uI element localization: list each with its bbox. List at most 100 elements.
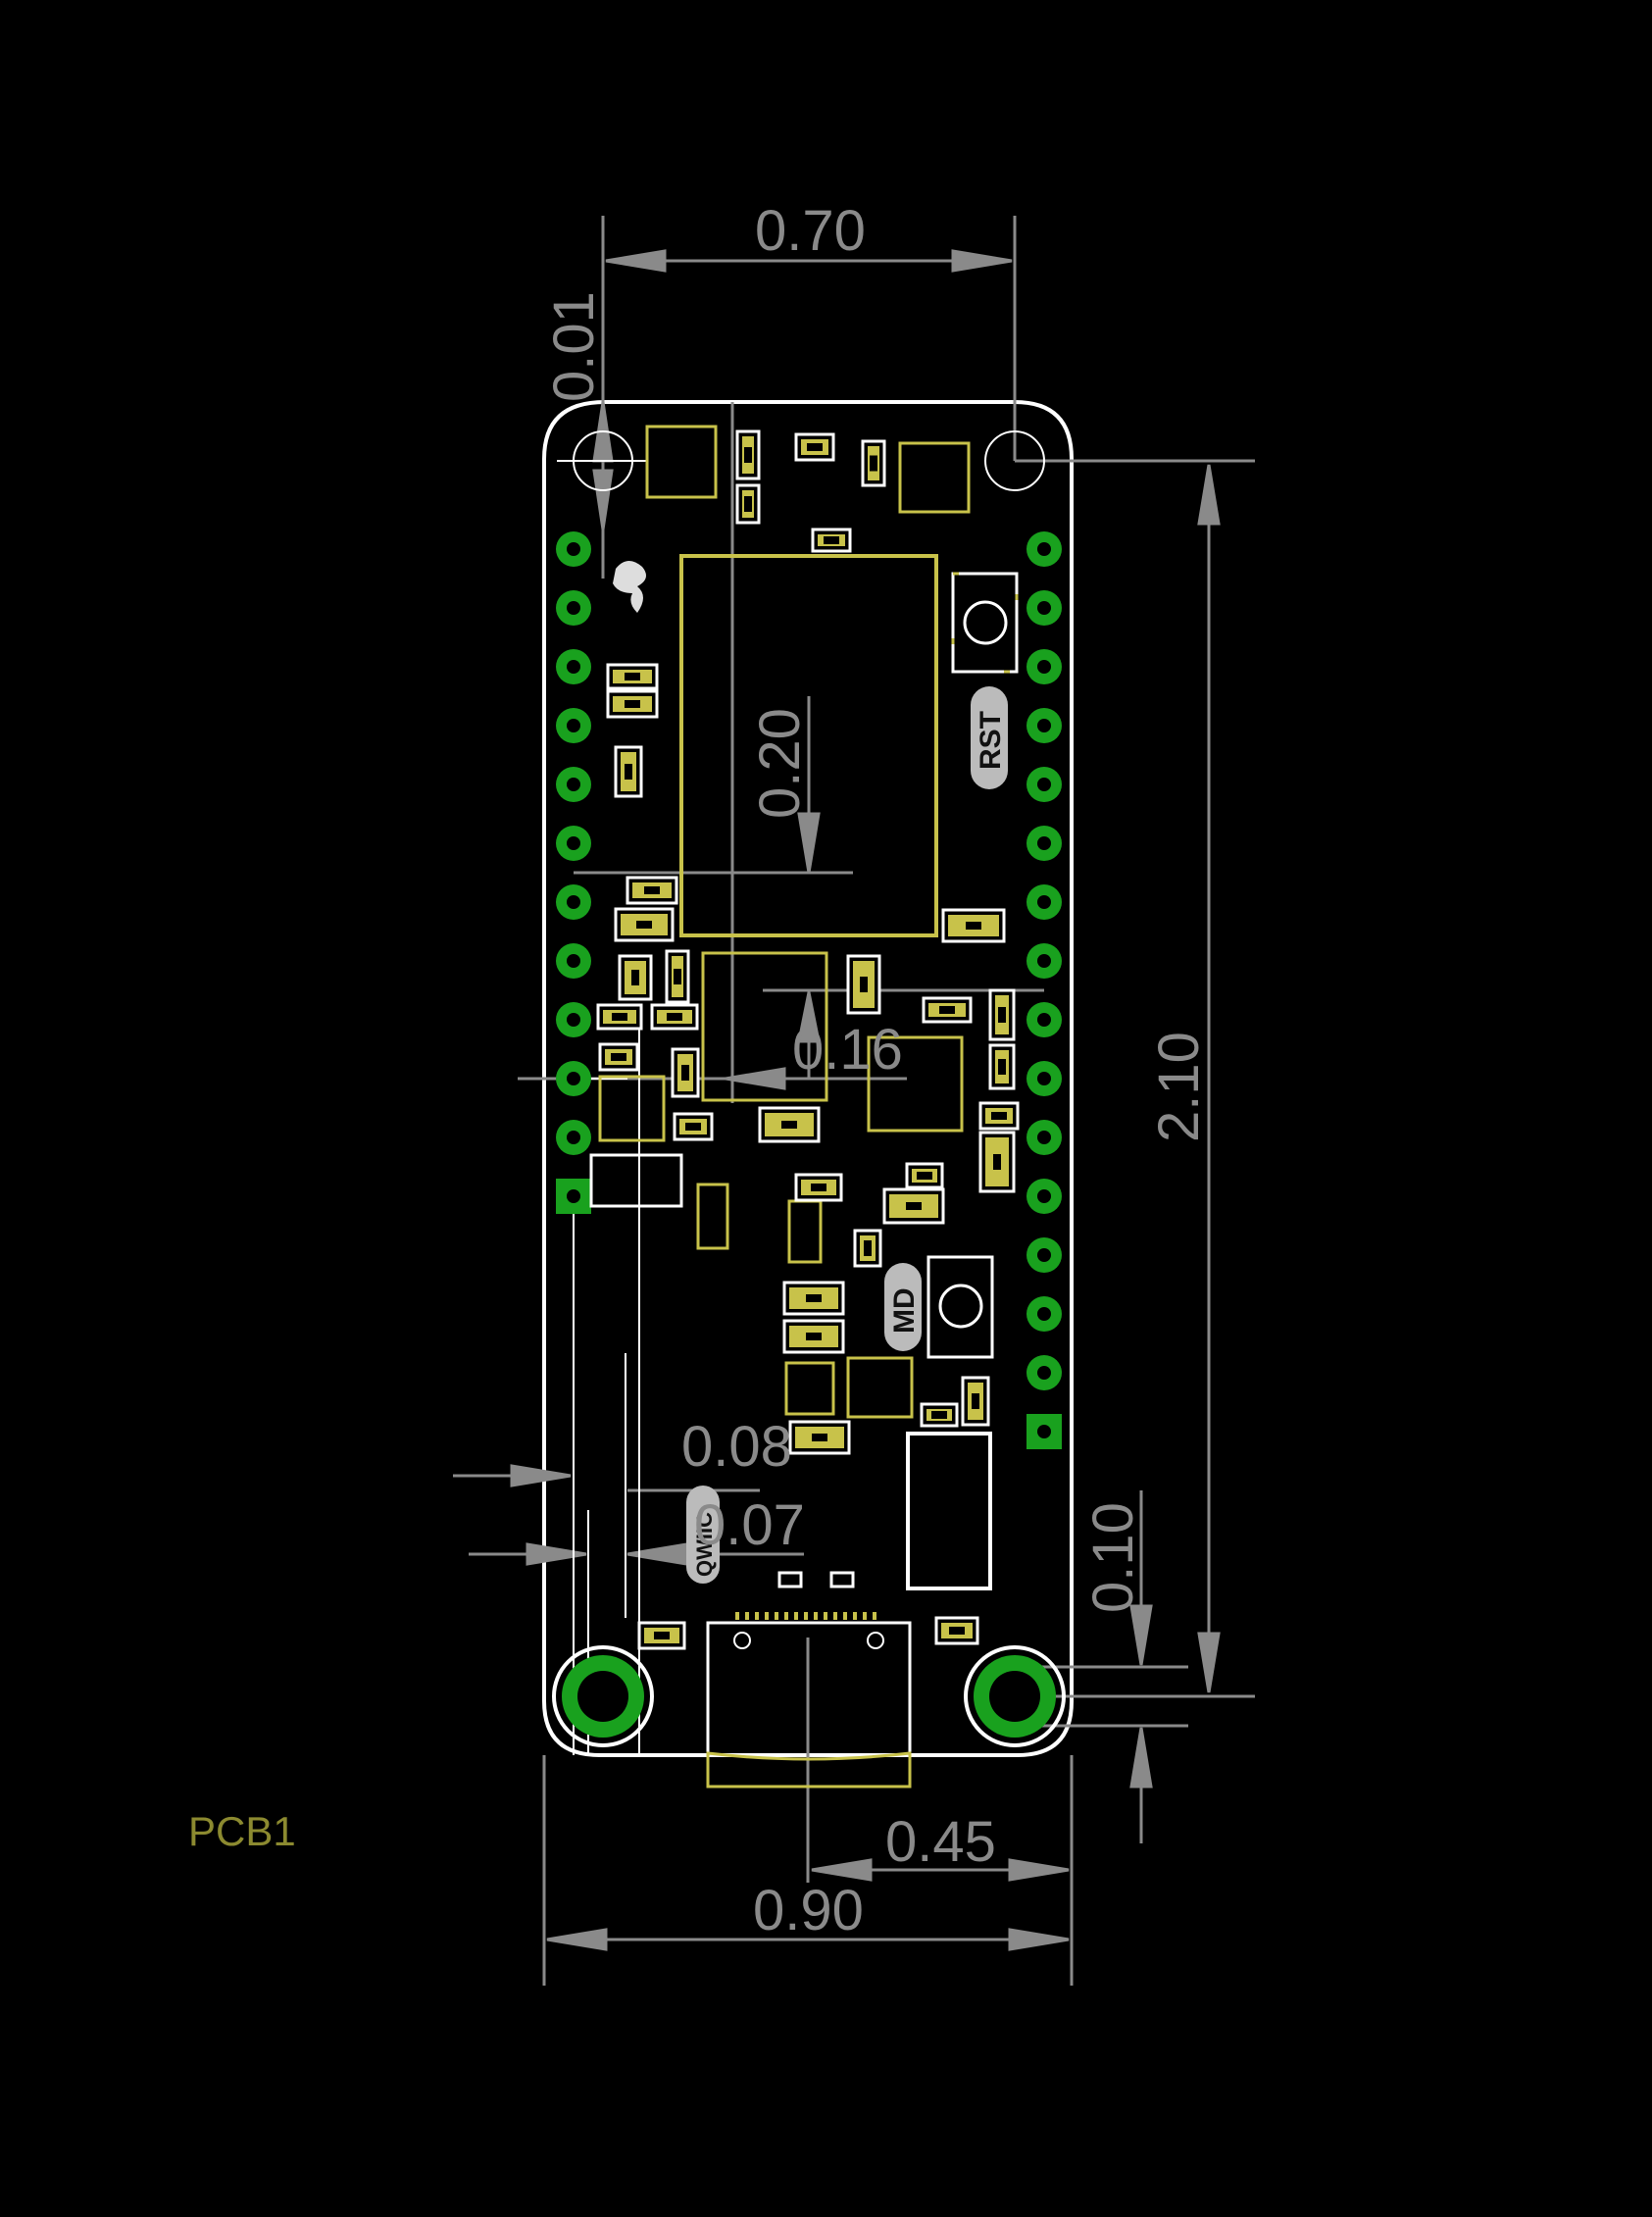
- radio-module: [679, 554, 938, 937]
- smd-gap: [782, 1576, 798, 1584]
- smd-gap: [939, 1006, 955, 1014]
- smd-gap: [685, 1123, 701, 1131]
- pin-hole: [567, 778, 580, 791]
- pin-hole: [1037, 660, 1051, 674]
- pin-hole: [1037, 836, 1051, 850]
- mcu-chip: [701, 951, 828, 1102]
- chip-small-2: [784, 1361, 835, 1416]
- smd-gap: [806, 1333, 822, 1340]
- smd-gap: [993, 1154, 1001, 1170]
- pin-hole: [1037, 1425, 1051, 1438]
- rst-text: RST: [975, 711, 1007, 770]
- qwiic-text: QWIIC: [692, 1512, 717, 1577]
- smd-parts: [596, 429, 1020, 1650]
- smd-gap: [625, 673, 640, 680]
- smd-gap: [998, 1059, 1006, 1075]
- pin-hole: [1037, 1013, 1051, 1027]
- smd-gap: [667, 1013, 682, 1021]
- logo-icon: [613, 560, 646, 613]
- pin-hole: [567, 1072, 580, 1085]
- smd-gap: [744, 496, 752, 512]
- smd-gap: [998, 1007, 1006, 1023]
- pin-hole: [567, 601, 580, 615]
- smd-gap: [824, 536, 839, 544]
- pin-hole: [1037, 1307, 1051, 1321]
- smd-gap: [931, 1411, 947, 1419]
- smd-gap: [917, 1172, 932, 1180]
- regulator-chip: [867, 1035, 964, 1133]
- rst-label: RST: [971, 686, 1008, 789]
- transistor: [696, 1183, 729, 1250]
- pin-hole: [567, 660, 580, 674]
- pin-hole: [567, 1013, 580, 1027]
- header-pins-left: [556, 531, 591, 1214]
- smd-gap: [611, 1053, 626, 1061]
- smd-gap: [674, 969, 681, 984]
- dim-half-width: 0.45: [885, 1810, 996, 1874]
- dim-top-width: 0.70: [755, 199, 866, 263]
- smd-gap: [949, 1627, 965, 1635]
- smd-gap: [806, 1294, 822, 1302]
- dim-height: 2.10: [1147, 1032, 1211, 1142]
- connector-box: [589, 1153, 683, 1208]
- usb-connector: [706, 1612, 912, 1789]
- pin-hole: [1037, 954, 1051, 968]
- sensor-top-right: [898, 441, 971, 514]
- pin-hole: [1037, 1072, 1051, 1085]
- reset-button: [951, 572, 1019, 674]
- smd-gap: [625, 764, 632, 780]
- smd-gap: [812, 1434, 827, 1441]
- silkscreen-components: [598, 425, 992, 1590]
- dim-inner-height: 0.20: [748, 708, 812, 819]
- pin-hole: [567, 954, 580, 968]
- pin-hole: [567, 836, 580, 850]
- md-label: MD: [884, 1263, 922, 1351]
- pin-hole: [1037, 1131, 1051, 1144]
- mode-button: [926, 1255, 994, 1359]
- ic-bottom: [787, 1199, 823, 1264]
- md-text: MD: [888, 1287, 921, 1334]
- pin-hole: [567, 1189, 580, 1203]
- smd-gap: [966, 922, 981, 930]
- large-mounting-pads: [552, 1645, 1066, 1747]
- dim-bottom-offset: 0.10: [1081, 1502, 1145, 1613]
- dimension-lines: [453, 216, 1255, 1986]
- mounting-holes: [573, 430, 1045, 491]
- pin-hole: [1037, 1248, 1051, 1262]
- qwiic-label: QWIIC: [686, 1486, 720, 1584]
- pin-hole: [1037, 601, 1051, 615]
- reference-designator: PCB1: [188, 1808, 296, 1854]
- smd-gap: [654, 1632, 670, 1639]
- smd-gap: [860, 977, 868, 992]
- pin-hole: [567, 542, 580, 556]
- dim-top-offset: 0.01: [542, 291, 606, 402]
- pin-hole: [1037, 1189, 1051, 1203]
- dim-edge-offset-b: 0.07: [694, 1493, 805, 1557]
- inductor: [906, 1432, 992, 1590]
- smd-gap: [631, 970, 639, 985]
- smd-gap: [972, 1393, 979, 1409]
- pin-hole: [1037, 542, 1051, 556]
- smd-gap: [870, 455, 877, 472]
- dim-inner-width: 0.16: [792, 1018, 903, 1082]
- smd-gap: [807, 443, 823, 451]
- header-pins-right: [1026, 531, 1062, 1449]
- crystal: [598, 1075, 666, 1142]
- smd-gap: [625, 700, 640, 708]
- sensor-top-left: [645, 425, 718, 499]
- pin-hole: [567, 895, 580, 909]
- smd-gap: [811, 1184, 826, 1191]
- smd-gap: [834, 1576, 850, 1584]
- smd-gap: [612, 1013, 627, 1021]
- dim-edge-offset-a: 0.08: [681, 1415, 792, 1479]
- dim-overall-width: 0.90: [753, 1879, 864, 1942]
- smd-gap: [906, 1202, 922, 1210]
- pin-hole: [567, 1131, 580, 1144]
- smd-gap: [681, 1065, 689, 1081]
- pin-hole: [567, 719, 580, 732]
- smd-gap: [781, 1121, 797, 1129]
- smd-gap: [644, 886, 660, 894]
- pin-hole: [1037, 719, 1051, 732]
- mounting-hole-top-left: [573, 430, 633, 491]
